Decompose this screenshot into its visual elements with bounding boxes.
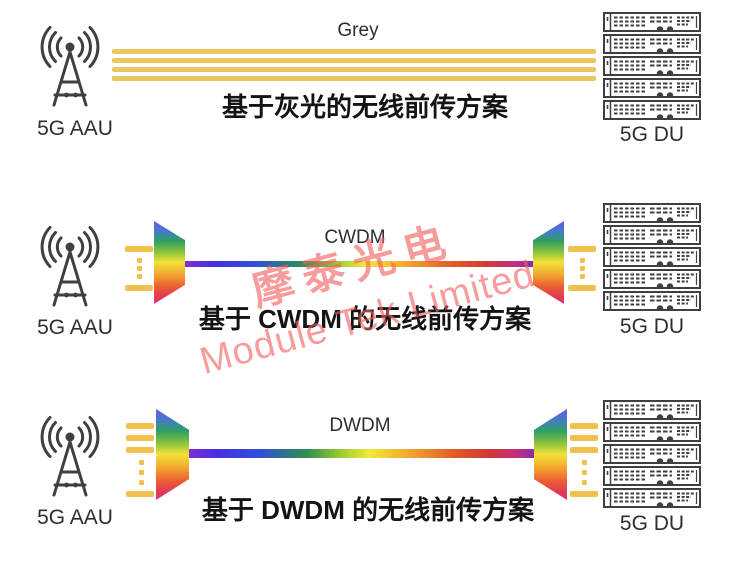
fiber-dot — [580, 274, 585, 279]
fiber-dot — [582, 470, 587, 475]
cwdm-wavelength-line — [185, 261, 533, 267]
server-unit-icon — [603, 203, 701, 223]
protocol-label-grey: Grey — [337, 20, 379, 41]
fiber-stub-icon — [126, 447, 154, 453]
fiber-stub-icon — [568, 285, 596, 291]
wdm-mux-prism-icon — [154, 221, 185, 304]
aau-label: 5G AAU — [37, 316, 113, 339]
aau-label: 5G AAU — [37, 506, 113, 529]
server-unit-icon — [603, 466, 701, 486]
server-unit-icon — [603, 400, 701, 420]
du-server-stack-icon — [603, 400, 701, 508]
server-unit-icon — [603, 34, 701, 54]
du-server-stack-icon — [603, 12, 701, 120]
server-unit-icon — [603, 422, 701, 442]
fiber-stub-icon — [125, 285, 153, 291]
fiber-dot — [582, 460, 587, 465]
grey-fiber-line — [112, 76, 596, 81]
server-unit-icon — [603, 488, 701, 508]
fiber-dot — [137, 266, 142, 271]
fiber-stub-icon — [125, 246, 153, 252]
fiber-stub-icon — [570, 435, 598, 441]
dwdm-wavelength-line — [189, 449, 535, 458]
fiber-stub-icon — [126, 491, 154, 497]
caption-dwdm: 基于 DWDM 的无线前传方案 — [201, 495, 535, 525]
server-unit-icon — [603, 100, 701, 120]
fiber-dot — [139, 470, 144, 475]
caption-grey: 基于灰光的无线前传方案 — [221, 92, 508, 122]
server-unit-icon — [603, 225, 701, 245]
wdm-mux-prism-icon — [156, 409, 189, 500]
fiber-dot — [580, 258, 585, 263]
server-unit-icon — [603, 78, 701, 98]
fiber-stub-icon — [570, 447, 598, 453]
caption-cwdm: 基于 CWDM 的无线前传方案 — [198, 304, 532, 334]
server-unit-icon — [603, 291, 701, 311]
du-label: 5G DU — [619, 512, 685, 535]
fiber-stub-icon — [126, 435, 154, 441]
grey-fiber-line — [112, 67, 596, 72]
server-unit-icon — [603, 444, 701, 464]
grey-fiber-line — [112, 58, 596, 63]
fiber-dot — [137, 274, 142, 279]
fiber-dot — [580, 266, 585, 271]
wdm-demux-prism-icon — [534, 409, 567, 500]
antenna-tower-icon — [40, 416, 100, 497]
fiber-dot — [582, 480, 587, 485]
fiber-stub-icon — [570, 491, 598, 497]
fiber-stub-icon — [126, 423, 154, 429]
grey-fiber-line — [112, 49, 596, 54]
du-server-stack-icon — [603, 203, 701, 311]
server-unit-icon — [603, 247, 701, 267]
fiber-stub-icon — [570, 423, 598, 429]
server-unit-icon — [603, 56, 701, 76]
fiber-dot — [139, 460, 144, 465]
protocol-label-cwdm: CWDM — [324, 227, 386, 248]
protocol-label-dwdm: DWDM — [329, 415, 391, 436]
watermark: 摩泰光电 Module Tek Limited — [114, 176, 606, 405]
server-unit-icon — [603, 269, 701, 289]
fiber-dot — [137, 258, 142, 263]
du-label: 5G DU — [619, 123, 685, 146]
aau-label: 5G AAU — [37, 117, 113, 140]
antenna-tower-icon — [40, 26, 100, 107]
du-label: 5G DU — [619, 315, 685, 338]
server-unit-icon — [603, 12, 701, 32]
fiber-dot — [139, 480, 144, 485]
fiber-stub-icon — [568, 246, 596, 252]
antenna-tower-icon — [40, 226, 100, 307]
wdm-demux-prism-icon — [533, 221, 564, 304]
